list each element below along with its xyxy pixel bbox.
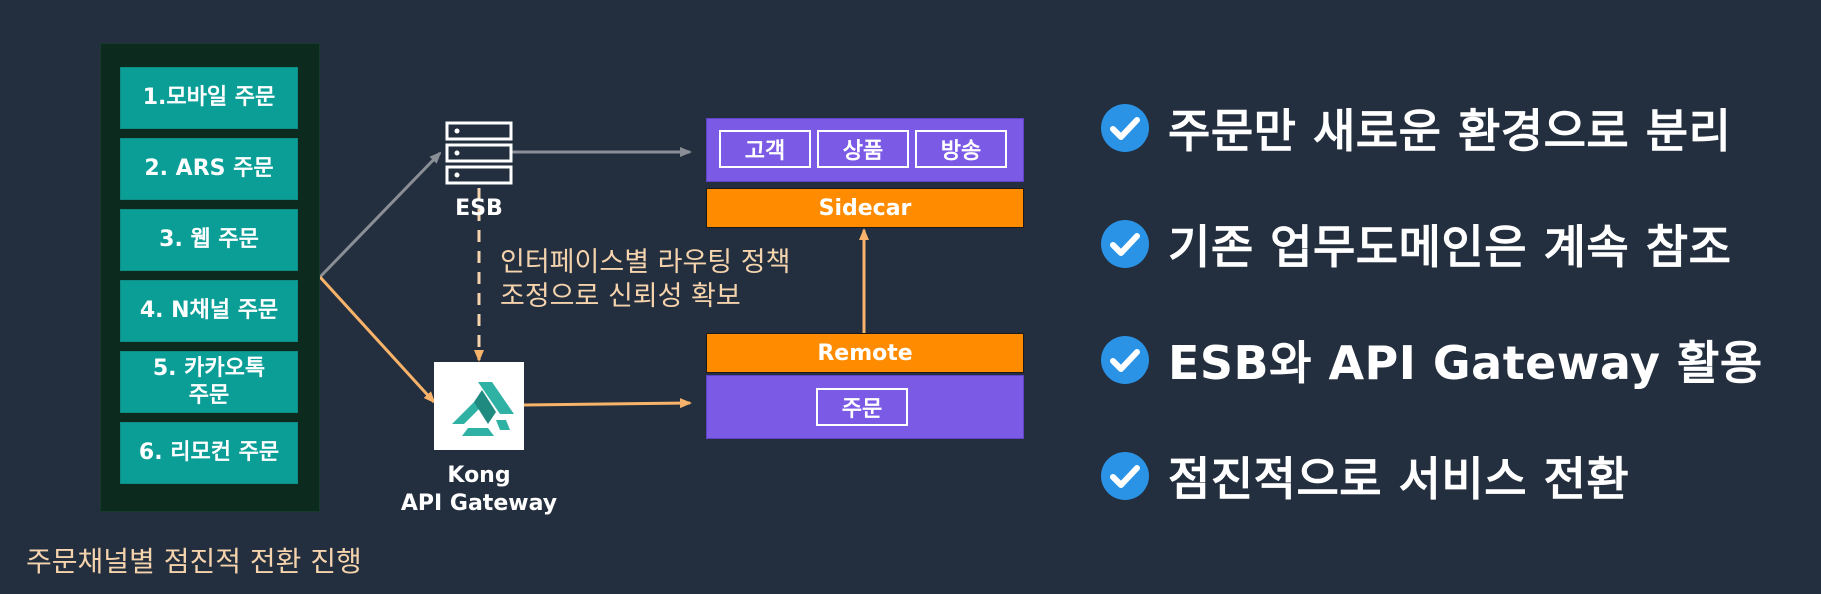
channel-remote-control: 6. 리모컨 주문 [120,422,298,484]
check-circle-icon [1101,336,1149,384]
arrow-channels-to-esb [318,151,442,279]
bullet-text: ESB와 API Gateway 활용 [1168,336,1763,390]
kong-logo-tile [434,362,524,450]
channel-mobile: 1.모바일 주문 [120,67,298,129]
check-circle-icon [1101,452,1149,500]
channel-kakaotalk: 5. 카카오톡 주문 [120,351,298,413]
service-customer: 고객 [719,130,811,168]
kong-api-gateway-label: Kong API Gateway [400,463,558,516]
arrow-channels-to-kong [318,275,436,404]
service-order: 주문 [816,388,908,426]
bullet-3: ESB와 API Gateway 활용 [1100,327,1763,393]
bottom-caption: 주문채널별 점진적 전환 진행 [26,545,362,578]
check-circle-icon [1101,104,1149,152]
bullet-1: 주문만 새로운 환경으로 분리 [1100,95,1731,161]
routing-note-line-2: 조정으로 신뢰성 확보 [500,281,741,312]
channel-n: 4. N채널 주문 [120,280,298,342]
check-circle-icon [1101,220,1149,268]
remote-bar: Remote [706,333,1024,373]
channel-web: 3. 웹 주문 [120,209,298,271]
bullet-text: 점진적으로 서비스 전환 [1168,452,1630,506]
bullet-text: 기존 업무도메인은 계속 참조 [1168,220,1732,274]
channel-ars: 2. ARS 주문 [120,138,298,200]
routing-note: 인터페이스별 라우팅 정책 조정으로 신뢰성 확보 [500,246,790,314]
bullet-2: 기존 업무도메인은 계속 참조 [1100,211,1731,277]
server-stack-icon [445,121,513,185]
kong-logo-icon [452,382,514,436]
bullet-4: 점진적으로 서비스 전환 [1100,443,1629,509]
service-broadcast: 방송 [915,130,1007,168]
service-product: 상품 [817,130,909,168]
arrow-kong-to-order [523,398,692,409]
bullet-text: 주문만 새로운 환경으로 분리 [1168,104,1732,158]
order-service-box: 주문 [706,375,1024,439]
esb-label: ESB [455,196,503,221]
sidecar-bar: Sidecar [706,188,1024,228]
order-channel-panel: 1.모바일 주문 2. ARS 주문 3. 웹 주문 4. N채널 주문 5. … [100,43,320,512]
legacy-services-box: 고객 상품 방송 [706,118,1024,182]
routing-note-line-1: 인터페이스별 라우팅 정책 [500,247,791,278]
